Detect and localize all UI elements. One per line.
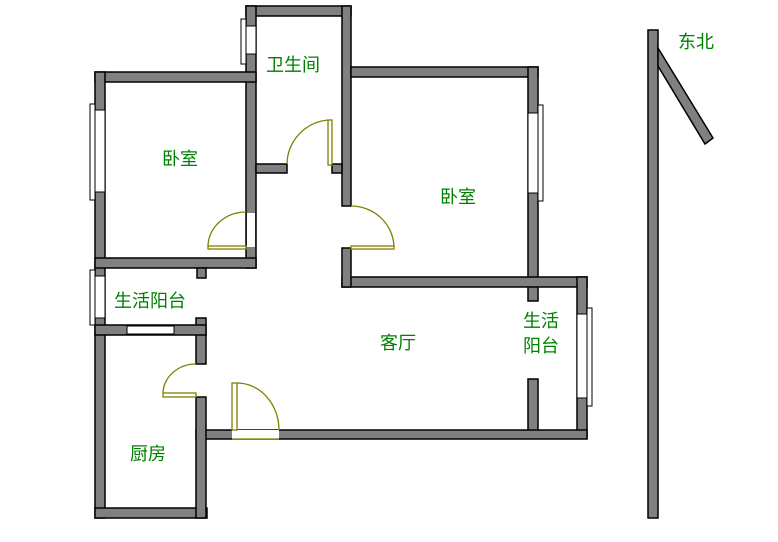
bathroom-door — [286, 119, 333, 166]
room-label-bedroom-left: 卧室 — [162, 149, 198, 170]
compass-label: 东北 — [678, 32, 714, 53]
wall — [94, 71, 257, 83]
room-label-balcony-right-line2: 阳台 — [523, 336, 559, 357]
room-label-living-room: 客厅 — [380, 333, 416, 354]
wall — [350, 66, 539, 78]
window — [527, 112, 539, 194]
entrance-door — [231, 382, 280, 431]
window — [240, 18, 247, 65]
wall — [94, 257, 257, 269]
window — [89, 269, 96, 326]
window — [537, 104, 544, 202]
wall — [331, 163, 343, 174]
wall — [255, 163, 288, 174]
wall — [196, 267, 207, 279]
wall — [341, 276, 588, 288]
wall — [94, 507, 208, 519]
wall — [195, 317, 207, 365]
window — [89, 103, 96, 201]
wall — [245, 5, 352, 17]
room-label-balcony-right-line1: 生活 — [523, 311, 559, 332]
left-bedroom-door — [207, 211, 247, 250]
wall — [195, 396, 207, 519]
right-bedroom-door — [350, 205, 395, 250]
window — [94, 109, 106, 193]
window — [94, 275, 106, 319]
window — [576, 313, 588, 399]
north-arrow-icon — [647, 29, 714, 519]
room-label-balcony-left: 生活阳台 — [114, 291, 186, 312]
window — [245, 25, 257, 55]
room-label-bathroom: 卫生间 — [266, 55, 320, 76]
wall — [341, 5, 352, 207]
window — [586, 307, 593, 407]
window — [126, 325, 175, 335]
room-label-kitchen: 厨房 — [130, 444, 166, 465]
room-label-bedroom-right: 卧室 — [440, 187, 476, 208]
wall — [527, 378, 539, 439]
kitchen-door — [162, 363, 197, 398]
wall — [341, 247, 352, 288]
